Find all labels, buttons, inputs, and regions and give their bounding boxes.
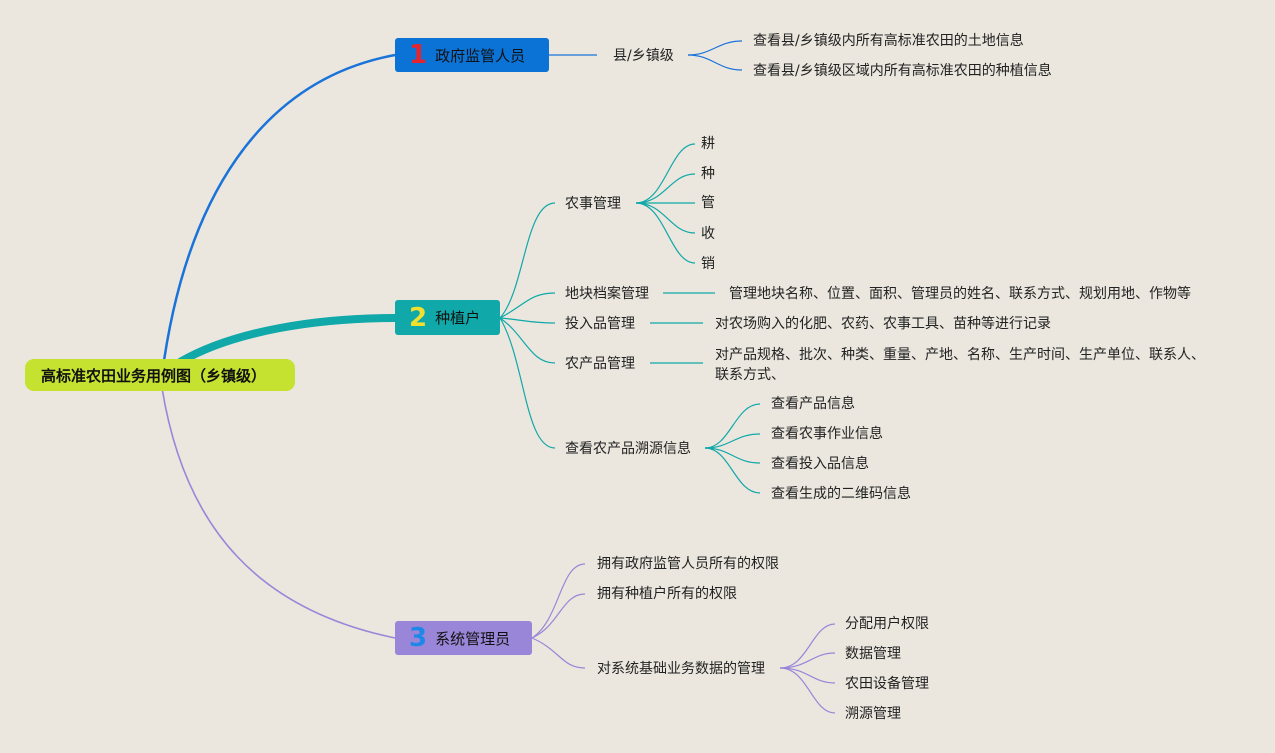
edge-b3-perm1	[531, 563, 586, 639]
node-all-supervisor-permissions[interactable]: 拥有政府监管人员所有的权限	[597, 556, 779, 572]
node-county-level[interactable]: 县/乡镇级	[613, 48, 674, 64]
leaf-view-qr-code-info[interactable]: 查看生成的二维码信息	[771, 486, 911, 502]
node-all-grower-permissions[interactable]: 拥有种植户所有的权限	[597, 586, 737, 602]
leaf-view-county-planting-info[interactable]: 查看县/乡镇级区域内所有高标准农田的种植信息	[753, 63, 1052, 79]
branch-number-3: 3	[409, 623, 428, 653]
leaf-input-detail[interactable]: 对农场购入的化肥、农药、农事工具、苗种等进行记录	[715, 316, 1051, 332]
edge-trace-1	[704, 403, 761, 449]
edge-data-1	[779, 623, 836, 669]
leaf-traceability-management[interactable]: 溯源管理	[845, 706, 901, 722]
edge-data-2	[779, 652, 836, 669]
leaf-assign-user-permissions[interactable]: 分配用户权限	[845, 616, 929, 632]
branch-label-3: 系统管理员	[435, 629, 511, 648]
node-input-management[interactable]: 投入品管理	[565, 316, 635, 332]
edge-county-leaf-1	[687, 40, 743, 56]
edge-trace-3	[704, 447, 761, 464]
node-farm-work-management[interactable]: 农事管理	[565, 196, 621, 212]
node-base-data-management[interactable]: 对系统基础业务数据的管理	[597, 661, 765, 677]
leaf-view-input-info[interactable]: 查看投入品信息	[771, 456, 869, 472]
edge-b2-product	[499, 317, 556, 364]
branch-label-2: 种植户	[435, 309, 481, 327]
leaf-plant[interactable]: 种	[701, 166, 715, 182]
root-topic-label: 高标准农田业务用例图（乡镇级）	[41, 366, 267, 385]
leaf-view-product-info[interactable]: 查看产品信息	[771, 396, 855, 412]
leaf-view-county-land-info[interactable]: 查看县/乡镇级内所有高标准农田的土地信息	[753, 33, 1024, 49]
leaf-view-farm-work-info[interactable]: 查看农事作业信息	[771, 426, 883, 442]
leaf-manage[interactable]: 管	[701, 195, 715, 211]
branch-grower[interactable]: 2 种植户	[395, 300, 500, 335]
edge-county-leaf-2	[687, 54, 743, 71]
leaf-agri-product-detail[interactable]: 对产品规格、批次、种类、重量、产地、名称、生产时间、生产单位、联系人、联系方式、	[715, 347, 1205, 383]
edge-root-branch-1	[160, 53, 396, 376]
leaf-sell[interactable]: 销	[701, 256, 715, 272]
branch-label-1: 政府监管人员	[435, 46, 526, 65]
edge-data-3	[779, 667, 836, 684]
edge-b2-farm	[499, 202, 556, 319]
edge-trace-4	[704, 447, 761, 494]
edge-root-branch-2	[177, 314, 396, 366]
branch-system-admin[interactable]: 3 系统管理员	[395, 621, 532, 655]
node-agri-product-management[interactable]: 农产品管理	[565, 356, 635, 372]
edge-b2-plot	[499, 292, 556, 319]
root-topic[interactable]: 高标准农田业务用例图（乡镇级）	[25, 359, 295, 391]
edge-root-branch-3	[161, 387, 396, 639]
edge-farm-2	[635, 173, 696, 204]
edge-b2-input	[499, 317, 556, 324]
branch-number-1: 1	[409, 40, 428, 70]
leaf-harvest[interactable]: 收	[701, 226, 715, 242]
leaf-field-equipment-management[interactable]: 农田设备管理	[845, 676, 929, 692]
edge-farm-1	[635, 143, 696, 204]
branch-government-supervisor[interactable]: 1 政府监管人员	[395, 38, 549, 72]
leaf-data-management[interactable]: 数据管理	[845, 646, 901, 662]
leaf-plot-archive-detail[interactable]: 管理地块名称、位置、面积、管理员的姓名、联系方式、规划用地、作物等	[729, 286, 1191, 302]
node-view-trace-info[interactable]: 查看农产品溯源信息	[565, 441, 691, 457]
edge-data-4	[779, 667, 836, 714]
edge-trace-2	[704, 433, 761, 449]
leaf-plough[interactable]: 耕	[701, 136, 715, 152]
edge-b2-trace	[499, 317, 556, 449]
edge-b3-data	[531, 637, 586, 669]
edge-b3-perm2	[531, 593, 586, 639]
branch-number-2: 2	[409, 302, 428, 333]
node-plot-archive-management[interactable]: 地块档案管理	[565, 286, 649, 302]
edge-farm-5	[635, 202, 696, 264]
edge-farm-4	[635, 202, 696, 234]
